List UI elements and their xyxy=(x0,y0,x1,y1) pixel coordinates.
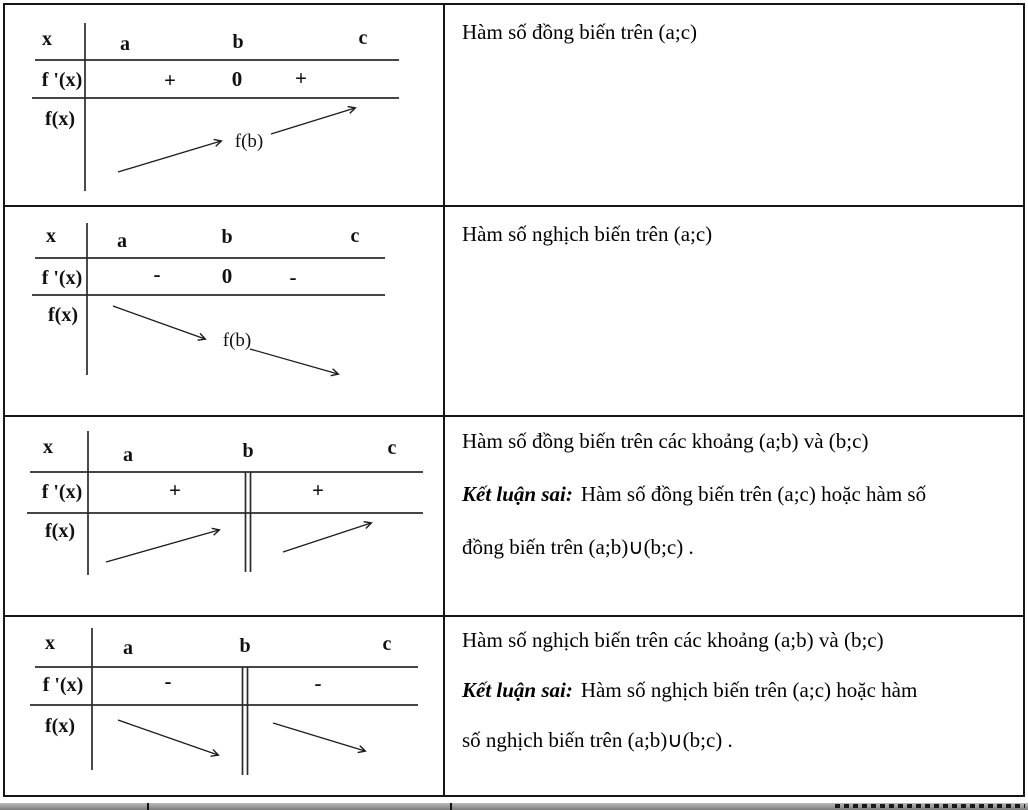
wrong-conclusion-label: Kết luận sai: xyxy=(462,482,573,506)
f-row-label: f(x) xyxy=(45,715,75,737)
statement-line: Hàm số nghịch biến trên các khoảng (a;b)… xyxy=(462,628,884,652)
statement-line: Hàm số đồng biến trên các khoảng (a;b) v… xyxy=(462,429,869,453)
sign-left: + xyxy=(164,68,176,92)
statement-line: đồng biến trên (a;b)∪(b;c) . xyxy=(462,535,694,559)
increase-arrow-right xyxy=(270,108,355,135)
f-row-label: f(x) xyxy=(45,520,75,542)
statement-cell: Hàm số đồng biến trên (a;c) xyxy=(445,5,1023,205)
variation-table-4-svg: x a b c f '(x) - - f(x) xyxy=(30,628,418,775)
point-a-label: a xyxy=(123,444,133,466)
statement-line: số nghịch biến trên (a;b)∪(b;c) . xyxy=(462,728,733,752)
variation-table-increasing-split: x a b c f '(x) + + f(x) xyxy=(5,417,445,615)
cutoff-column-divider xyxy=(450,803,452,810)
sign-mid: 0 xyxy=(232,67,243,91)
point-a-label: a xyxy=(117,230,127,252)
cutoff-text-marks xyxy=(835,804,1025,808)
fprime-row-label: f '(x) xyxy=(42,267,83,289)
table-row: x a b c f '(x) + + f(x) Hàm số đồng biến… xyxy=(5,415,1023,615)
point-b-label: b xyxy=(242,440,253,462)
variation-tables-grid: x a b c f '(x) + 0 + f(x) f(b) Hàm số đồ… xyxy=(3,3,1025,797)
f-row-label: f(x) xyxy=(45,108,75,130)
point-a-label: a xyxy=(120,33,130,55)
x-row-label: x xyxy=(42,28,52,50)
statement-line: Hàm số đồng biến trên (a;c) xyxy=(462,20,698,44)
sign-left: - xyxy=(154,262,161,286)
variation-table-decreasing-split: x a b c f '(x) - - f(x) xyxy=(5,617,445,795)
table-row: x a b c f '(x) - 0 - f(x) f(b) Hàm số ng… xyxy=(5,205,1023,415)
statement-cell: Hàm số nghịch biến trên (a;c) xyxy=(445,207,1023,415)
statement-text: Hàm số nghịch biến trên (a;c) hoặc hàm xyxy=(580,678,918,702)
variation-table-1-svg: x a b c f '(x) + 0 + f(x) f(b) xyxy=(32,23,399,191)
table-row: x a b c f '(x) - - f(x) Hàm số nghịch bi… xyxy=(5,615,1023,795)
decrease-arrow-left xyxy=(117,719,218,755)
point-c-label: c xyxy=(359,27,368,49)
fprime-row-label: f '(x) xyxy=(42,481,83,503)
decrease-arrow-right xyxy=(249,348,338,374)
fb-value-label: f(b) xyxy=(223,330,251,351)
point-c-label: c xyxy=(383,633,392,655)
decrease-arrow-right xyxy=(272,722,365,751)
point-b-label: b xyxy=(239,635,250,657)
variation-table-3-svg: x a b c f '(x) + + f(x) xyxy=(27,431,423,575)
point-b-label: b xyxy=(232,31,243,53)
sign-right: - xyxy=(290,265,297,289)
decrease-arrow-left xyxy=(112,305,205,339)
statement-line: Kết luận sai: Hàm số nghịch biến trên (a;… xyxy=(462,675,1011,705)
sign-right: - xyxy=(315,671,322,695)
sign-right: + xyxy=(295,66,307,90)
cutoff-next-row-strip xyxy=(0,803,1028,810)
sign-left: + xyxy=(169,478,181,502)
point-c-label: c xyxy=(351,225,360,247)
f-row-label: f(x) xyxy=(48,304,78,326)
statement-line: Kết luận sai: Hàm số đồng biến trên (a;c)… xyxy=(462,479,1011,509)
table-row: x a b c f '(x) + 0 + f(x) f(b) Hàm số đồ… xyxy=(5,5,1023,205)
fb-value-label: f(b) xyxy=(235,131,263,152)
variation-table-increasing: x a b c f '(x) + 0 + f(x) f(b) xyxy=(5,5,445,205)
fprime-row-label: f '(x) xyxy=(42,69,83,91)
variation-table-decreasing: x a b c f '(x) - 0 - f(x) f(b) xyxy=(5,207,445,415)
point-c-label: c xyxy=(388,437,397,459)
sign-right: + xyxy=(312,478,324,502)
increase-arrow-left xyxy=(105,530,219,563)
statement-cell: Hàm số đồng biến trên các khoảng (a;b) v… xyxy=(445,417,1023,615)
sign-mid: 0 xyxy=(222,264,233,288)
increase-arrow-left xyxy=(117,141,221,173)
increase-arrow-right xyxy=(282,523,371,553)
x-row-label: x xyxy=(46,225,56,247)
point-a-label: a xyxy=(123,637,133,659)
sign-left: - xyxy=(165,669,172,693)
cutoff-column-divider xyxy=(147,803,149,810)
wrong-conclusion-label: Kết luận sai: xyxy=(462,678,573,702)
statement-line: Hàm số nghịch biến trên (a;c) xyxy=(462,222,713,246)
x-row-label: x xyxy=(45,632,55,654)
fprime-row-label: f '(x) xyxy=(43,674,84,696)
statement-cell: Hàm số nghịch biến trên các khoảng (a;b)… xyxy=(445,617,1023,795)
statement-text: Hàm số đồng biến trên (a;c) hoặc hàm số xyxy=(580,482,927,506)
x-row-label: x xyxy=(43,436,53,458)
point-b-label: b xyxy=(221,226,232,248)
variation-table-2-svg: x a b c f '(x) - 0 - f(x) f(b) xyxy=(32,223,385,413)
